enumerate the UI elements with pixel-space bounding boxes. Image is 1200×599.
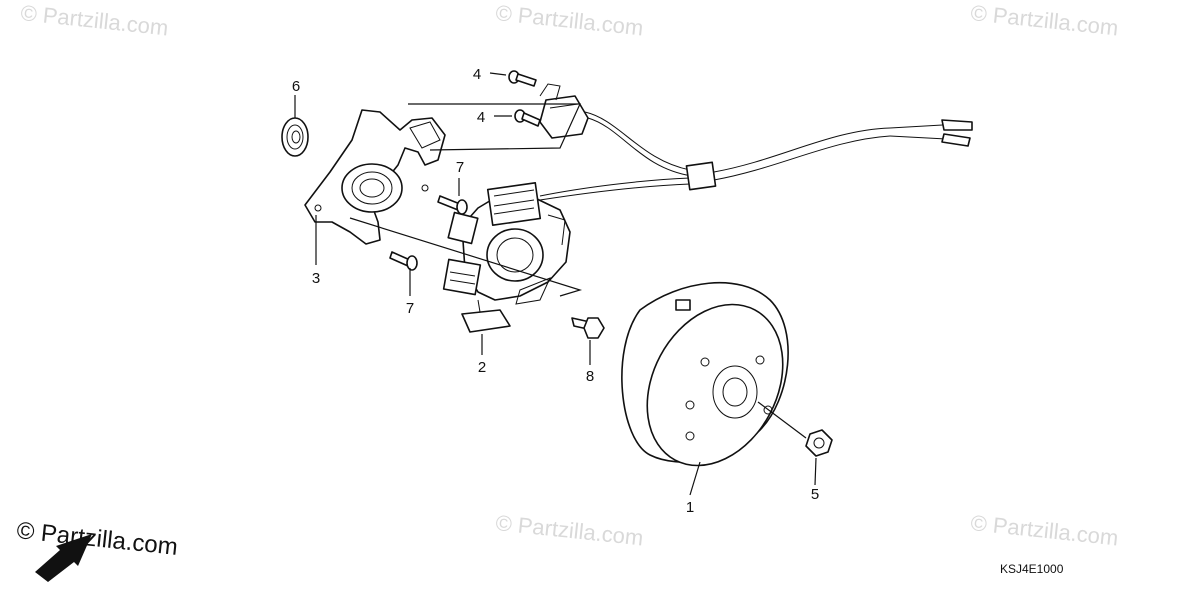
- callout-8: 8: [586, 368, 594, 385]
- front-arrow-icon: [35, 534, 92, 582]
- callout-5: 5: [811, 486, 819, 503]
- callout-3: 3: [312, 270, 320, 287]
- watermark: © Partzilla.com: [494, 0, 644, 40]
- watermark: © Partzilla.com: [969, 0, 1119, 40]
- oil-seal-part-6[interactable]: [281, 117, 309, 157]
- watermark: © Partzilla.com: [19, 0, 169, 40]
- screw-part-4[interactable]: [508, 70, 537, 87]
- callout-6: 6: [292, 78, 300, 95]
- callout-4: 4: [477, 109, 485, 126]
- stator-assembly-part-2[interactable]: [442, 182, 571, 333]
- bolt-part-8[interactable]: [571, 317, 605, 339]
- callout-1: 1: [686, 499, 694, 516]
- callout-labels: 1 2 3 4 4 5 6 7 7 8: [292, 66, 819, 516]
- callout-7: 7: [456, 159, 464, 176]
- pulser-coil[interactable]: [539, 83, 589, 139]
- screw-part-7[interactable]: [389, 251, 418, 271]
- screw-part-7[interactable]: [437, 195, 468, 215]
- watermark-layer: © Partzilla.com © Partzilla.com © Partzi…: [19, 0, 1119, 550]
- nut-part-5[interactable]: [805, 429, 833, 457]
- flywheel-part-1[interactable]: [620, 281, 809, 489]
- wire-harness: [539, 111, 973, 201]
- callout-7: 7: [406, 300, 414, 317]
- watermark: © Partzilla.com: [494, 510, 644, 550]
- watermark: © Partzilla.com: [969, 510, 1119, 550]
- callout-2: 2: [478, 359, 486, 376]
- diagram-code: KSJ4E1000: [1000, 562, 1064, 576]
- stator-base-part-3[interactable]: [304, 109, 446, 245]
- leader-lines: [294, 72, 817, 496]
- copyright-mark: © Partzilla.com: [15, 517, 179, 561]
- callout-4: 4: [473, 66, 481, 83]
- screw-part-4[interactable]: [514, 109, 541, 127]
